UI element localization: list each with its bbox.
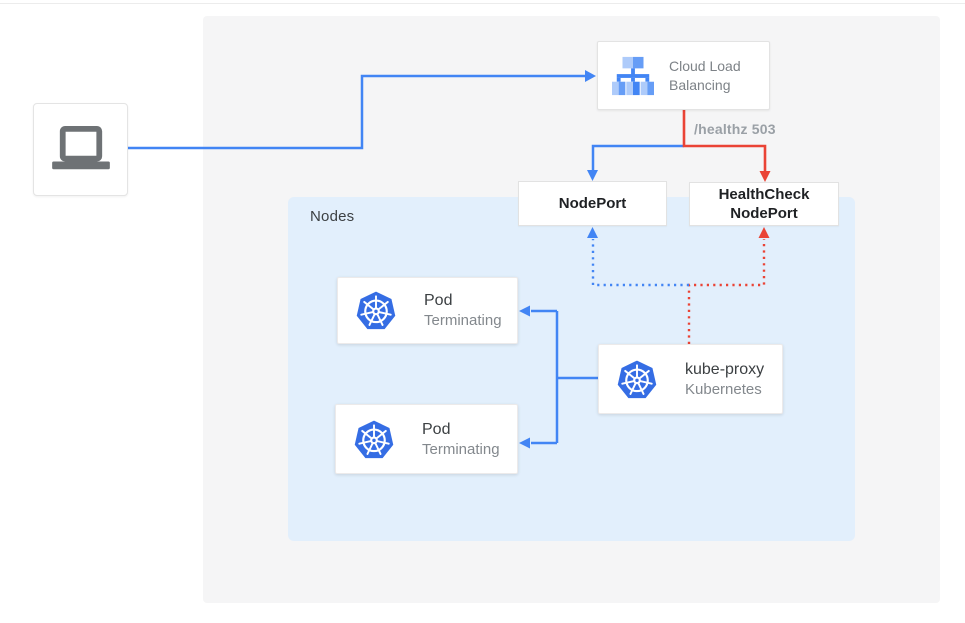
nodes-panel-label: Nodes: [310, 208, 355, 225]
kube-proxy-subtitle: Kubernetes: [685, 380, 762, 398]
kubernetes-icon: [356, 291, 396, 330]
healthcheck-nodeport-node: HealthCheck NodePort: [689, 182, 839, 226]
pod-title: Pod: [424, 292, 453, 309]
pod-status: Terminating: [424, 312, 502, 329]
top-divider: [0, 3, 965, 4]
cloud-load-balancing-node: Cloud Load Balancing: [597, 41, 770, 110]
healthcheck-nodeport-label: HealthCheck NodePort: [718, 186, 810, 222]
kube-proxy-node: kube-proxy Kubernetes: [598, 344, 783, 414]
client-node: [33, 103, 128, 196]
kube-proxy-title: kube-proxy: [685, 360, 765, 378]
pod-node-2: Pod Terminating: [335, 404, 518, 474]
cloud-load-balancing-label: Cloud Load Balancing: [669, 57, 741, 93]
pod-status: Terminating: [422, 440, 500, 458]
pod-node-1: Pod Terminating: [337, 277, 518, 344]
load-balancer-icon: [612, 56, 654, 95]
kubernetes-icon: [354, 420, 394, 458]
laptop-icon: [51, 125, 110, 169]
pod-title: Pod: [422, 420, 451, 438]
nodeport-label: NodePort: [558, 195, 627, 212]
healthz-status-label: /healthz 503: [694, 121, 776, 137]
nodeport-node: NodePort: [518, 181, 667, 226]
kubernetes-icon: [617, 360, 657, 398]
